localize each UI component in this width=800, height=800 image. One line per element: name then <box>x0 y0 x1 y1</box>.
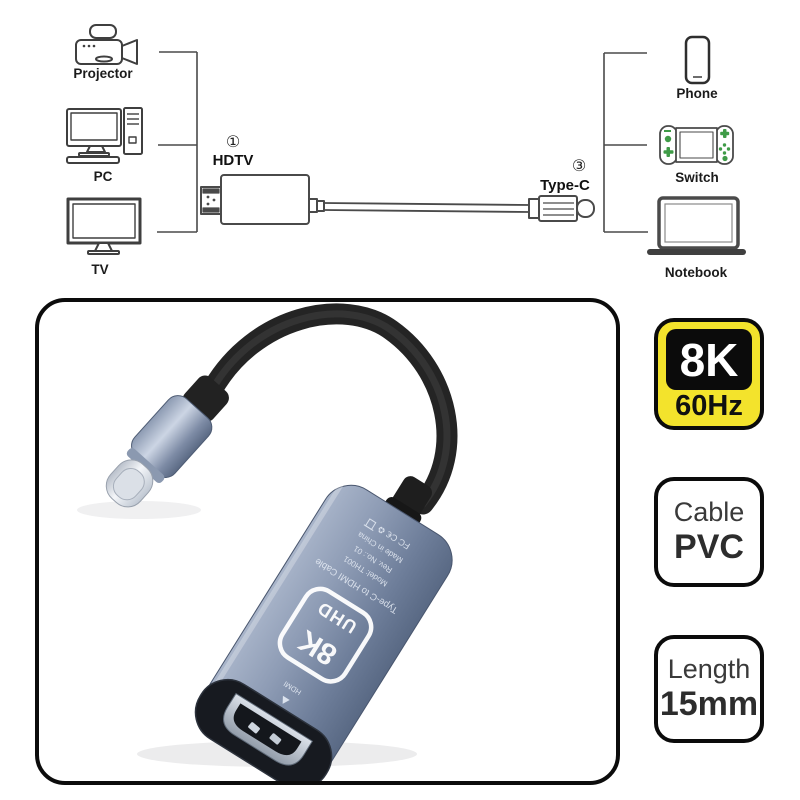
phone-label: Phone <box>676 86 718 101</box>
badge-8k-text: 8K <box>679 333 739 386</box>
right-bracket-lines <box>603 52 648 233</box>
usbc-step <box>126 448 165 484</box>
hdtv-label: HDTV <box>213 152 254 169</box>
switch-icon <box>659 125 734 165</box>
notebook-label: Notebook <box>665 265 728 280</box>
tv-icon <box>66 197 142 255</box>
edge-highlight <box>193 481 344 720</box>
badge-cable-title: Cable <box>673 496 745 527</box>
hdmi-plug-drawing <box>200 174 325 225</box>
typec-plug-drawing <box>528 195 595 222</box>
projector-icon <box>75 24 138 65</box>
port-arrow-icon <box>282 695 290 704</box>
typec-label: Type-C <box>540 177 590 194</box>
notebook-icon <box>647 196 746 255</box>
connection-diagram: Projector PC TV ① <box>66 24 746 280</box>
badge-60hz-text: 60Hz <box>675 390 743 422</box>
adapter-body: FC C€ ♻ Made in China Rev. No.: 01 Model… <box>193 476 453 781</box>
switch-label: Switch <box>675 170 719 185</box>
hdmi-port <box>194 678 333 781</box>
left-bracket-lines <box>157 51 198 233</box>
badge-length-15mm: Length 15mm <box>654 635 764 743</box>
pc-label: PC <box>94 169 113 184</box>
connector-shadow <box>77 501 201 519</box>
pc-icon <box>66 107 143 164</box>
usbc-connector <box>105 375 229 508</box>
badge-cable-value: PVC <box>674 527 744 566</box>
cable-line-drawing <box>323 202 530 213</box>
adapter-cable <box>201 303 458 515</box>
badge-cable-pvc: Cable PVC <box>654 477 764 587</box>
badge-length-value: 15mm <box>659 684 759 723</box>
product-photo-card: FC C€ ♻ Made in China Rev. No.: 01 Model… <box>35 298 620 785</box>
typec-number: ③ <box>572 158 586 175</box>
cable-sheen <box>208 310 451 508</box>
usbc-plug-tip <box>105 459 154 508</box>
adapter-photo: FC C€ ♻ Made in China Rev. No.: 01 Model… <box>77 303 458 781</box>
badge-8k-60hz: 8K 60Hz <box>654 318 764 430</box>
hdtv-number: ① <box>226 134 240 151</box>
badge-8k-box: 8K <box>666 329 752 390</box>
weee-bin-icon <box>363 518 377 531</box>
switch-buttons <box>663 129 731 162</box>
projector-label: Projector <box>73 66 133 81</box>
tv-label: TV <box>91 262 108 277</box>
badge-length-title: Length <box>667 653 751 684</box>
phone-icon <box>684 35 711 85</box>
